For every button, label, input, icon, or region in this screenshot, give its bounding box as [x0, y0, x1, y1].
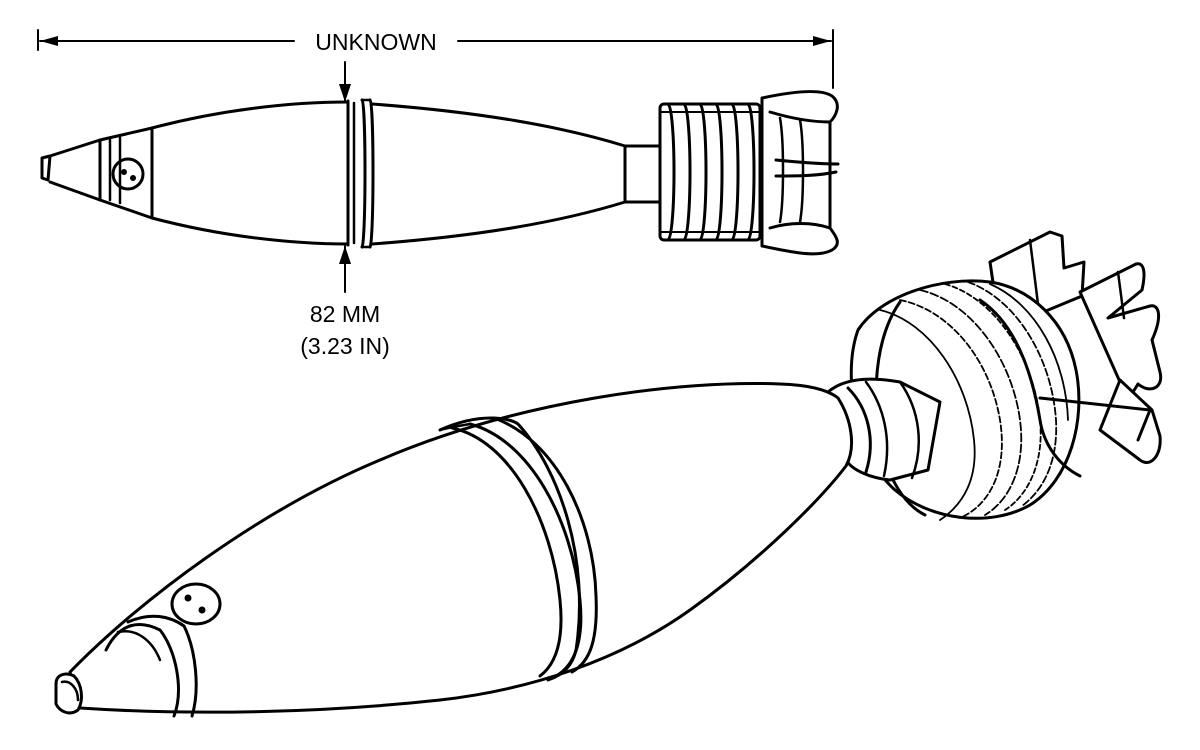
- perspective-fuze: [54, 614, 198, 718]
- side-propellant-rings: [658, 102, 762, 242]
- side-fuze-cone: [48, 138, 102, 202]
- length-label: UNKNOWN: [315, 29, 436, 55]
- side-fuze-tip: [40, 154, 52, 182]
- side-fuze-port: [111, 157, 145, 191]
- diameter-label-mm: 82 MM: [310, 301, 380, 327]
- perspective-fuze-port: [170, 582, 222, 626]
- side-fuze-body: [98, 126, 154, 220]
- perspective-fuze-tip: [54, 672, 83, 715]
- length-dimension: UNKNOWN: [37, 29, 834, 89]
- length-arrow-left: [40, 36, 58, 46]
- perspective-fin-wire: [978, 298, 1082, 478]
- diameter-dimension: 82 MM (3.23 IN): [300, 61, 390, 359]
- side-tail-boom: [623, 144, 662, 204]
- perspective-bourrelet: [438, 416, 598, 682]
- side-bourrelet: [346, 98, 375, 249]
- length-arrow-right: [813, 36, 831, 46]
- side-tail-fins: [760, 90, 840, 256]
- perspective-tail-fins: [988, 230, 1163, 464]
- side-body-upper-rear: [370, 102, 627, 148]
- perspective-body: [68, 382, 853, 714]
- perspective-view: [54, 230, 1163, 718]
- side-body-lower-rear: [370, 200, 627, 246]
- diameter-arrow-top: [339, 84, 351, 102]
- diameter-arrow-bottom: [339, 246, 351, 264]
- diameter-label-in: (3.23 IN): [300, 333, 389, 359]
- perspective-tail-boom: [826, 377, 942, 482]
- side-view: UNKNOWN: [37, 29, 840, 359]
- side-body-upper-front: [150, 100, 350, 130]
- perspective-fin-wire-end: [1038, 396, 1152, 442]
- side-body-lower-front: [150, 216, 350, 246]
